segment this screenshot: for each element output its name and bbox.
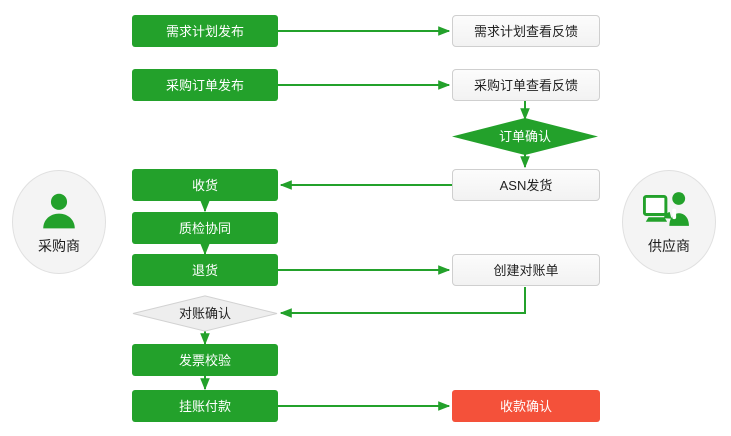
node-statement-confirm[interactable]: 对账确认 [132,295,278,332]
node-demand-plan-publish[interactable]: 需求计划发布 [132,15,278,47]
node-receipt-confirm[interactable]: 收款确认 [452,390,600,422]
actor-buyer: 采购商 [12,170,106,274]
actor-supplier: 供应商 [622,170,716,274]
node-asn-shipment[interactable]: ASN发货 [452,169,600,201]
node-order-confirm[interactable]: 订单确认 [452,118,598,155]
person-computer-icon [642,189,695,233]
edge-statement-confirm [279,287,526,318]
node-po-feedback[interactable]: 采购订单查看反馈 [452,69,600,101]
node-po-publish[interactable]: 采购订单发布 [132,69,278,101]
actor-buyer-label: 采购商 [38,237,80,254]
node-receiving[interactable]: 收货 [132,169,278,201]
node-demand-plan-feedback[interactable]: 需求计划查看反馈 [452,15,600,47]
node-statement-confirm-label: 对账确认 [178,306,231,321]
actor-supplier-label: 供应商 [648,237,690,254]
node-payment-posting[interactable]: 挂账付款 [132,390,278,422]
node-invoice-verify[interactable]: 发票校验 [132,344,278,376]
node-create-statement[interactable]: 创建对账单 [452,254,600,286]
node-order-confirm-label: 订单确认 [498,129,551,144]
node-quality-collab[interactable]: 质检协同 [132,212,278,244]
person-icon [37,189,81,233]
node-return-goods[interactable]: 退货 [132,254,278,286]
